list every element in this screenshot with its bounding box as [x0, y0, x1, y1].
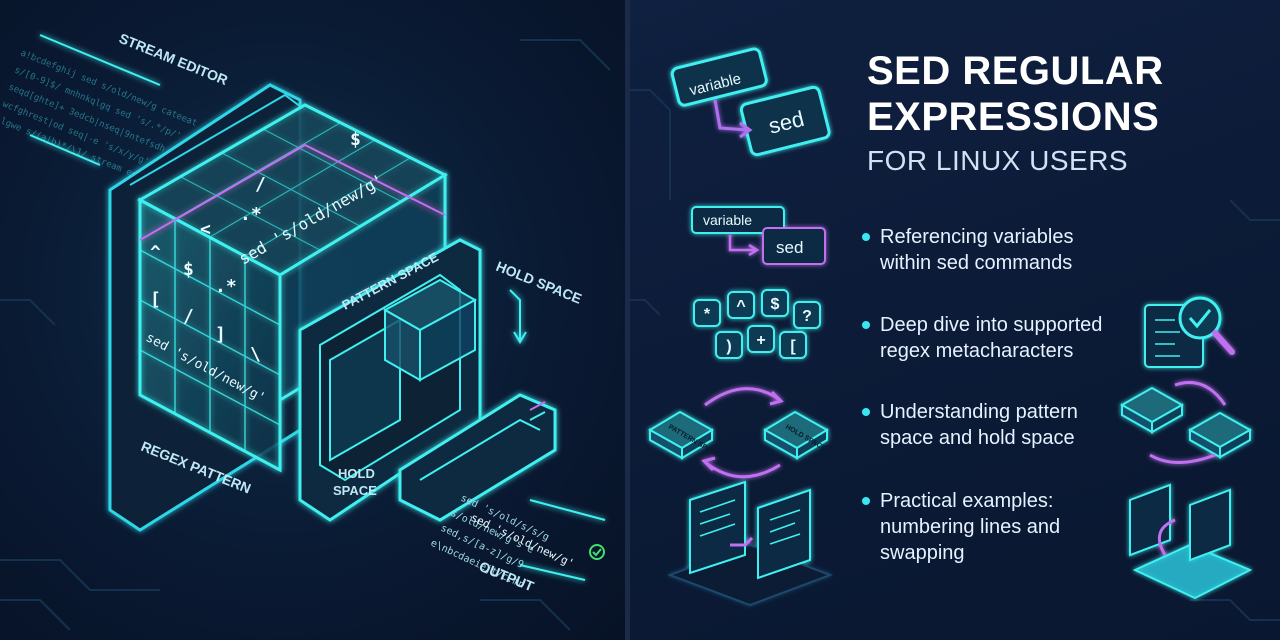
bullet-text-line: space and hold space [880, 427, 1075, 449]
variable-to-sed-icon-large [670, 47, 831, 157]
svg-text:]: ] [215, 324, 226, 345]
hold-space-label: HOLD SPACE [494, 258, 584, 307]
circuit-traces [0, 39, 611, 631]
hold-space-inner-line1: HOLD [338, 466, 375, 481]
icon-layer: variable sed variable sed * ^ $ ? ) + [630, 47, 1280, 621]
svg-text:/: / [255, 174, 266, 195]
svg-text:$: $ [771, 296, 780, 313]
svg-text:\: \ [250, 344, 261, 365]
output-chute [398, 393, 557, 522]
bullet-text-line: Practical examples: [880, 490, 1054, 512]
input-arrows [29, 34, 161, 166]
svg-text:?: ? [802, 308, 812, 325]
illustration-panel: a!bcdefghij sed s/old/new/g cateeat s/[0… [0, 0, 625, 640]
bullet-text-line: within sed commands [880, 252, 1073, 274]
svg-text:/: / [183, 306, 194, 327]
swap-windows-icon [1129, 483, 1253, 600]
bullet-dot [862, 233, 870, 241]
bullet-item: Practical examples: numbering lines and sw… [862, 488, 1132, 566]
bullet-text-line: swapping [880, 542, 965, 564]
stream-editor-label: STREAM EDITOR [117, 30, 230, 88]
output-arrows [519, 499, 606, 581]
content-panel: variable sed variable sed * ^ $ ? ) + [630, 0, 1280, 640]
svg-text:.*: .* [215, 276, 237, 297]
svg-text:): ) [726, 338, 731, 355]
bullet-text-line: regex metacharacters [880, 340, 1074, 362]
page-title-line1: SED REGULAR [867, 49, 1164, 93]
bullet-item: Understanding pattern space and hold spac… [862, 399, 1132, 451]
bullet-text-line: numbering lines and [880, 516, 1061, 538]
page-subtitle: FOR LINUX USERS [867, 145, 1129, 176]
hold-space-inner-line2: SPACE [333, 483, 377, 498]
svg-text:*: * [704, 306, 711, 323]
variable-icon-label: variable [703, 212, 752, 228]
sed-icon-label: sed [776, 238, 803, 257]
svg-text:^: ^ [736, 298, 745, 315]
sed-pipeline-illustration: a!bcdefghij sed s/old/new/g cateeat s/[0… [0, 30, 611, 631]
svg-text:<: < [200, 219, 211, 240]
check-icon [589, 544, 605, 560]
grid-symbols: ^ $ .* [ / ] \ .* $ / < [150, 129, 361, 365]
bullet-text-line: Deep dive into supported [880, 314, 1103, 336]
bullet-dot [862, 497, 870, 505]
svg-text:+: + [756, 332, 765, 349]
code-windows-icon [667, 480, 833, 607]
pattern-hold-space-icon [648, 387, 829, 479]
bullet-item: Referencing variables within sed commands [862, 224, 1132, 276]
svg-text:$: $ [183, 259, 194, 280]
svg-text:$: $ [350, 129, 361, 150]
circuit-traces-right [630, 89, 1280, 621]
pattern-space-unit [298, 238, 482, 522]
document-search-icon [1144, 296, 1235, 368]
svg-text:[: [ [150, 289, 161, 310]
svg-text:^: ^ [150, 242, 161, 263]
variable-to-sed-icon [691, 206, 826, 265]
page-title: SED REGULAR EXPRESSIONS [867, 48, 1267, 140]
bullet-dot [862, 321, 870, 329]
svg-text:.*: .* [240, 204, 262, 225]
panel-divider [625, 0, 630, 640]
hold-space-arrow [509, 289, 527, 344]
bullet-item: Deep dive into supported regex metacharac… [862, 312, 1132, 364]
bullet-text-line: Understanding pattern [880, 401, 1078, 423]
pattern-hold-space-icon-right [1119, 381, 1253, 464]
metachar-symbols: * ^ $ ? ) + [ [704, 296, 812, 355]
bullet-dot [862, 408, 870, 416]
page-title-line2: EXPRESSIONS [867, 95, 1160, 139]
bullet-text-line: Referencing variables [880, 226, 1074, 248]
svg-text:[: [ [790, 338, 796, 355]
metachar-bubbles-icon [693, 289, 821, 359]
